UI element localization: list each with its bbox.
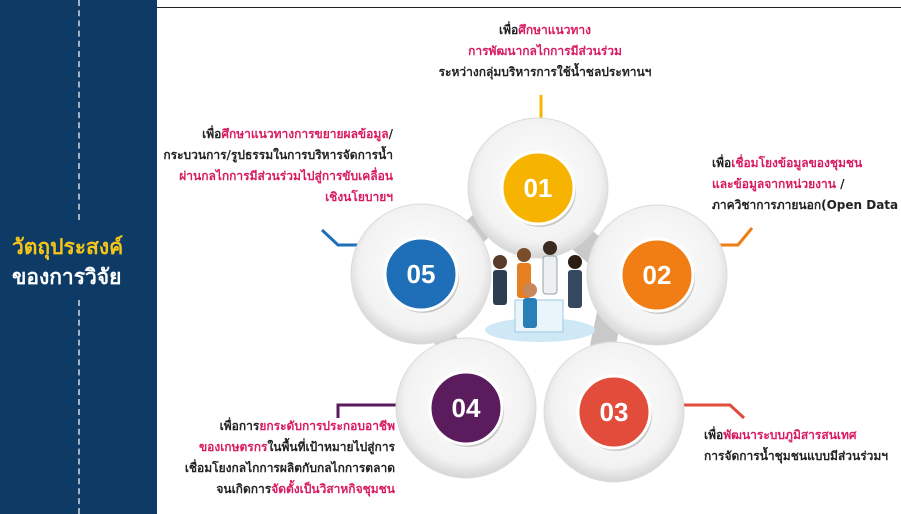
text-segment: เพื่อการ xyxy=(219,419,260,433)
objective-line: กระบวนการ/รูปธรรมในการบริหารจัดการน้ำ xyxy=(163,148,393,162)
objective-line: เพื่อศึกษาแนวทาง xyxy=(395,20,695,41)
sidebar-title-line2: ของการวิจัย xyxy=(12,265,122,289)
text-segment: เพื่อ xyxy=(499,23,519,37)
objective-line: การพัฒนากลไกการมีส่วนร่วม xyxy=(468,44,622,58)
objective-02-text: เพื่อเชื่อมโยงข้อมูลของชุมชน และข้อมูลจา… xyxy=(712,153,901,216)
objective-04-circle xyxy=(428,370,504,446)
sidebar-divider xyxy=(78,0,80,220)
text-segment: ในพื้นที่เป้าหมายไปสู่การ xyxy=(267,440,395,454)
sidebar-title: วัตถุประสงค์ ของการวิจัย xyxy=(12,232,157,292)
objective-05-circle xyxy=(383,236,459,312)
objective-04-number: 04 xyxy=(452,393,481,423)
text-segment: ศึกษาแนวทางการขยายผลข้อมูล xyxy=(221,127,389,141)
sidebar-title-line1: วัตถุประสงค์ xyxy=(12,235,124,259)
objective-01-text: เพื่อศึกษาแนวทาง การพัฒนากลไกการมีส่วนร่… xyxy=(395,20,695,83)
text-segment: / xyxy=(388,127,393,141)
objective-03-circle xyxy=(576,374,652,450)
text-segment: จนเกิดการ xyxy=(216,482,272,496)
objective-03-number: 03 xyxy=(600,397,629,427)
objective-05-text: เพื่อศึกษาแนวทางการขยายผลข้อมูล/ กระบวนก… xyxy=(150,124,393,208)
objective-line: เพื่อเชื่อมโยงข้อมูลของชุมชน xyxy=(712,153,901,174)
text-segment: และข้อมูลจากหน่วยงาน xyxy=(712,177,836,191)
text-segment: ยกระดับการประกอบอาชีพ xyxy=(259,419,395,433)
objective-02-number: 02 xyxy=(643,260,672,290)
objective-03-text: เพื่อพัฒนาระบบภูมิสารสนเทศ การจัดการน้ำช… xyxy=(704,425,901,467)
objective-line: การจัดการน้ำชุมชนแบบมีส่วนร่วมฯ xyxy=(704,449,889,463)
outer-rings xyxy=(350,117,728,483)
text-segment: เพื่อ xyxy=(704,428,724,442)
text-segment: / xyxy=(835,177,845,191)
text-segment: เพื่อ xyxy=(202,127,222,141)
objective-line: ของเกษตรกรในพื้นที่เป้าหมายไปสู่การ xyxy=(150,437,395,458)
text-segment: ของเกษตรกร xyxy=(198,440,268,454)
objective-line: ระหว่างกลุ่มบริหารการใช้น้ำชลประทานฯ xyxy=(438,65,652,79)
text-segment: เชื่อมโยงข้อมูลของชุมชน xyxy=(731,156,863,170)
objective-line: เชิงนโยบายฯ xyxy=(325,190,393,204)
text-segment: ศึกษาแนวทาง xyxy=(518,23,591,37)
objective-line: ผ่านกลไกการมีส่วนร่วมไปสู่การขับเคลื่อน xyxy=(179,169,393,183)
objective-01-circle xyxy=(500,150,576,226)
objective-05-number: 05 xyxy=(407,259,436,289)
people-meeting-illustration xyxy=(485,241,595,342)
objective-line: เพื่อพัฒนาระบบภูมิสารสนเทศ xyxy=(704,425,901,446)
objective-line: เพื่อศึกษาแนวทางการขยายผลข้อมูล/ xyxy=(150,124,393,145)
text-segment: จัดตั้งเป็นวิสาหกิจชุมชน xyxy=(271,482,395,496)
top-rule xyxy=(157,7,901,8)
objective-04-text: เพื่อการยกระดับการประกอบอาชีพ ของเกษตรกร… xyxy=(150,416,395,500)
text-segment: พัฒนาระบบภูมิสารสนเทศ xyxy=(723,428,857,442)
objective-line: และข้อมูลจากหน่วยงาน / xyxy=(712,174,901,195)
objective-02-circle xyxy=(619,237,695,313)
objective-line: เชื่อมโยงกลไกการผลิตกับกลไกการตลาด xyxy=(184,461,395,475)
objective-line: ภาควิชาการภายนอก(Open Data xyxy=(712,198,899,212)
sidebar-divider xyxy=(78,300,80,514)
objective-line: เพื่อการยกระดับการประกอบอาชีพ xyxy=(150,416,395,437)
objective-01-number: 01 xyxy=(524,173,553,203)
objective-line: จนเกิดการจัดตั้งเป็นวิสาหกิจชุมชน xyxy=(150,479,395,500)
text-segment: เพื่อ xyxy=(712,156,732,170)
sidebar: วัตถุประสงค์ ของการวิจัย xyxy=(0,0,157,514)
